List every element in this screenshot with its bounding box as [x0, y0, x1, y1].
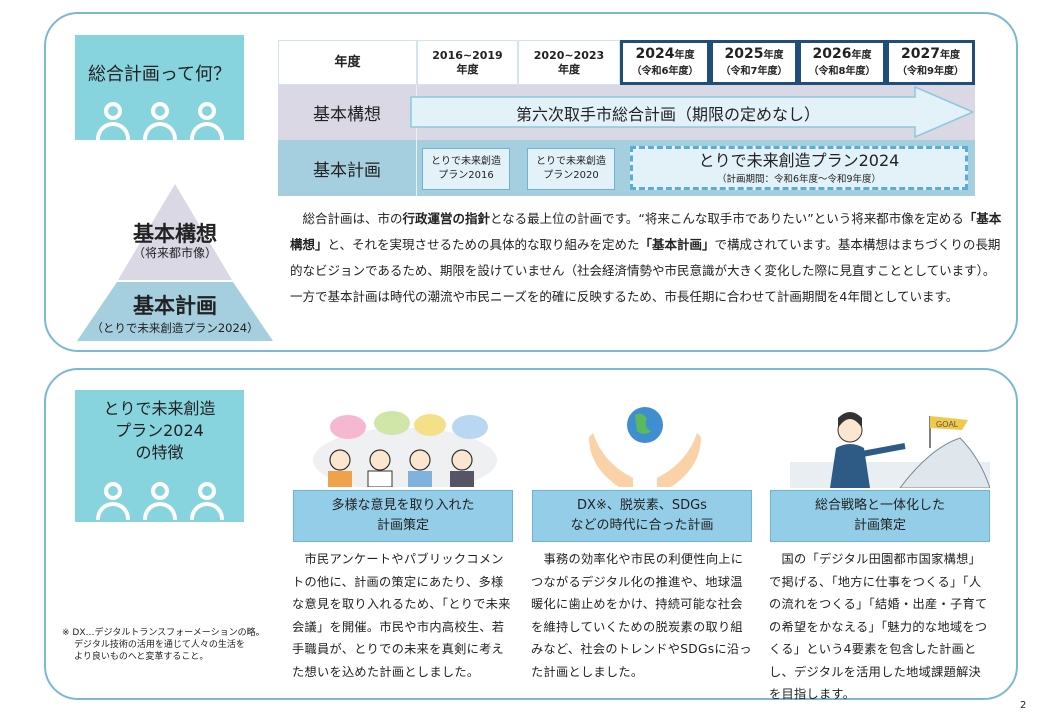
people-icon [75, 480, 244, 522]
header-year-2025: 2025年度（令和7年度） [710, 40, 798, 85]
feature-text-dx-sdgs: 事務の効率化や市民の利便性向上につながるデジタル化の推進や、地球温暖化に歯止めを… [531, 552, 752, 679]
card-title-line: プラン2024 [115, 421, 204, 440]
overview-paragraph: 総合計画は、市の行政運営の指針となる最上位の計画です。“将来こんな取手市でありた… [290, 211, 1002, 304]
pyramid-diagram [77, 184, 273, 341]
feature-text-diverse-opinions: 市民アンケートやパブリックコメントの他に、計画の策定にあたり、多様な意見を取り入… [292, 552, 511, 679]
people-discussion-illustration [313, 411, 497, 487]
card-title-line: とりで未来創造 [103, 399, 216, 418]
features-panel [44, 368, 1018, 700]
feature-text-integrated-strategy: 国の「デジタル田園都市国家構想」で掲げる、「地方に仕事をつくる」「人の流れをつく… [769, 552, 988, 701]
plan-2024-box: とりで未来創造プラン2024（計画期間：令和6年度～令和9年度） [630, 146, 968, 190]
page-number: 2 [1020, 700, 1027, 711]
overview-panel [44, 12, 1018, 352]
features-card: とりで未来創造 プラン2024 の特徴 [75, 390, 244, 490]
header-year-2026: 2026年度（令和8年度） [798, 40, 886, 85]
feature-header-integrated-strategy: 総合戦略と一体化した計画策定 [770, 490, 990, 542]
card-title: 総合計画って何？ [87, 64, 232, 85]
dx-footnote: ※ DX…デジタルトランスフォーメーションの略。 デジタル技術の活用を通じて人々… [62, 628, 265, 662]
plan-2016-box: とりで未来創造プラン2016 [422, 148, 510, 190]
header-year-2027: 2027年度（令和9年度） [886, 40, 975, 85]
pyramid-bottom-sub: （とりで未来創造プラン2024） [91, 321, 259, 335]
pyramid-top-sub: （将来都市像） [132, 246, 217, 260]
concept-arrow-label: 第六次取手市総合計画（期限の定めなし） [515, 104, 820, 124]
feature-header-diverse-opinions: 多様な意見を取り入れた計画策定 [293, 490, 513, 542]
header-year: 年度 [278, 40, 417, 85]
card-title-line: の特徴 [135, 443, 184, 462]
row-label-basic-concept: 基本構想 [278, 85, 417, 140]
row-label-basic-plan: 基本計画 [278, 140, 417, 196]
pyramid-bottom-title: 基本計画 [133, 294, 217, 318]
pyramid-top-title: 基本構想 [133, 222, 217, 246]
concept-arrow [410, 85, 975, 139]
people-icon [75, 100, 244, 140]
goal-businesswoman-illustration: GOAL [790, 412, 990, 488]
what-is-plan-card: 総合計画って何？ [75, 35, 244, 140]
plan-2020-box: とりで未来創造プラン2020 [527, 148, 615, 190]
header-year-2024: 2024年度（令和6年度） [620, 40, 710, 85]
globe-hands-illustration [589, 407, 701, 487]
svg-text:GOAL: GOAL [936, 420, 959, 429]
